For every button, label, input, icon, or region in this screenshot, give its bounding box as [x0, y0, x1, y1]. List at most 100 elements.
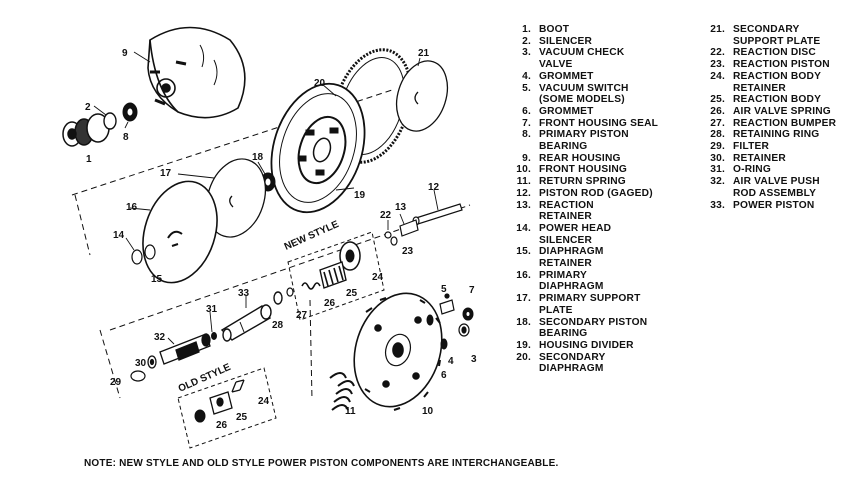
legend-text: RETAINER: [733, 153, 864, 165]
callout-19: 19: [354, 190, 366, 201]
new-style-reaction-body: [319, 241, 361, 289]
old-style-air-valve-spring: [231, 379, 245, 393]
legend-item: 31. O-RING: [699, 164, 864, 176]
legend-line: RETAINER: [539, 211, 592, 223]
legend-number: 16.: [516, 269, 531, 281]
legend-item: 2.SILENCER: [505, 36, 705, 48]
legend-number: 3.: [522, 47, 531, 59]
callout-30: 30: [135, 358, 147, 369]
legend-line: POWER PISTON: [733, 199, 815, 211]
primary-support-plate: [205, 158, 267, 238]
callout-old-25: 25: [236, 412, 248, 423]
retaining-ring: [273, 291, 283, 305]
new-style-label: NEW STYLE: [283, 219, 341, 253]
legend-number: 6.: [522, 105, 531, 117]
legend-number: 18.: [516, 316, 531, 328]
legend-number: 25.: [710, 94, 725, 106]
legend-item: 12. PISTON ROD (GAGED): [505, 188, 705, 200]
callout-16: 16: [126, 202, 138, 213]
reaction-piston: [390, 236, 398, 246]
power-piston: [220, 304, 272, 342]
legend-text: RETURN SPRING: [539, 176, 705, 188]
legend-line: PLATE: [539, 304, 573, 316]
legend-text: REACTION BODY: [733, 94, 864, 106]
legend-item: 26.AIR VALVE SPRING: [699, 106, 864, 118]
legend-number: 5.: [522, 82, 531, 94]
old-style-group-box: [177, 367, 277, 449]
legend-line: POWER HEAD: [539, 222, 612, 234]
legend-text: FRONT HOUSING SEAL: [539, 118, 705, 130]
legend-line: PRIMARY SUPPORT: [539, 293, 641, 305]
callout-labels: 1 2 3 4 5 6 7 8 9 10 11 12 13 14 15 16 1…: [85, 48, 477, 431]
filter: [130, 370, 146, 382]
legend-line: REACTION PISTON: [733, 59, 830, 71]
legend-number: 10.: [516, 164, 531, 176]
legend-text: O-RING: [733, 164, 864, 176]
legend-text: VACUUM SWITCH(SOME MODELS): [539, 83, 705, 106]
primary-diaphragm: [142, 180, 218, 284]
callout-4: 4: [448, 356, 454, 367]
callout-26: 26: [324, 298, 336, 309]
air-valve-push-rod-assembly: [159, 333, 211, 365]
legend-line: DIAPHRAGM: [539, 363, 604, 375]
legend-number: 9.: [522, 152, 531, 164]
legend-number: 28.: [710, 129, 725, 141]
legend-number: 21.: [710, 24, 725, 35]
legend-number: 12.: [516, 187, 531, 199]
grommet-6: [426, 314, 434, 326]
callout-8: 8: [123, 132, 129, 143]
legend-item: 7.FRONT HOUSING SEAL: [505, 118, 705, 130]
diaphragm-retainer: [144, 244, 156, 260]
legend-line: VALVE: [539, 59, 573, 71]
legend-text: SILENCER: [539, 36, 705, 48]
callout-3: 3: [471, 354, 477, 365]
legend-line: SECONDARY PISTON: [539, 316, 648, 328]
legend-number: 27.: [710, 117, 725, 129]
exploded-parts-diagram: 1 2 3 4 5 6 7 8 9 10 11 12 13 14 15 16 1…: [62, 26, 477, 449]
legend-line: RETAINING RING: [733, 129, 820, 141]
rear-housing: [147, 26, 246, 119]
callout-1: 1: [86, 154, 92, 165]
legend-line: AIR VALVE PUSH: [733, 176, 820, 188]
legend-line: REACTION BODY: [733, 94, 822, 106]
legend-text: BOOT: [539, 24, 705, 36]
legend-number: 22.: [710, 47, 725, 59]
callout-9: 9: [122, 48, 128, 59]
legend-line: REACTION BUMPER: [733, 117, 837, 129]
callout-25: 25: [346, 288, 358, 299]
callout-6: 6: [441, 370, 447, 381]
callout-20: 20: [314, 78, 326, 89]
legend-item: 33.POWER PISTON: [699, 200, 864, 212]
vacuum-check-valve: [458, 323, 470, 337]
callout-33: 33: [238, 288, 250, 299]
reaction-disc: [384, 231, 392, 239]
legend-text: PISTON ROD (GAGED): [539, 188, 705, 200]
legend-line: SILENCER: [539, 234, 593, 246]
legend-line: DIAPHRAGM: [539, 281, 604, 293]
callout-2: 2: [85, 102, 91, 113]
secondary-support-plate: [395, 60, 449, 132]
legend-line: SILENCER: [539, 35, 593, 47]
legend-number: 31.: [710, 164, 725, 176]
front-housing: [353, 292, 443, 411]
legend-line: VACUUM SWITCH: [539, 82, 629, 94]
legend-line: SECONDARY: [733, 24, 800, 35]
power-head-silencer: [131, 249, 143, 265]
legend-number: 23.: [710, 59, 725, 71]
legend-item: 22.REACTION DISC: [699, 47, 864, 59]
callout-24: 24: [372, 272, 384, 283]
